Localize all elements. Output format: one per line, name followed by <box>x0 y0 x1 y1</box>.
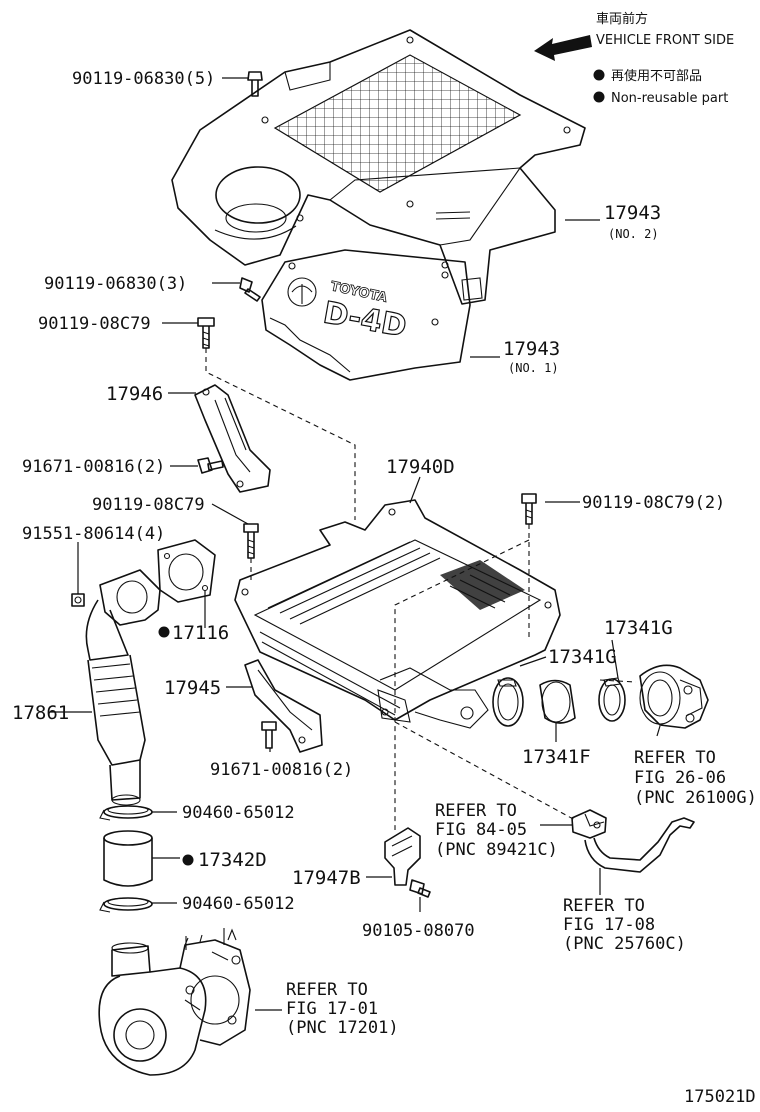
clamp-b <box>99 897 153 913</box>
label-bolt-08c79-a: 90119-08C79 <box>38 314 151 334</box>
bracket-17945 <box>244 659 323 753</box>
non-reusable-dot-icon <box>593 91 605 103</box>
label-bolt-mid: 90119-06830(3) <box>44 274 187 294</box>
label-pipe-17861: 17861 <box>12 702 69 724</box>
bolt-08070 <box>409 879 431 898</box>
vehicle-front-en: VEHICLE FRONT SIDE <box>596 33 734 48</box>
label-cover-no2-sub: (NO. 2) <box>608 227 659 241</box>
gasket-17116 <box>157 539 216 603</box>
bracket-17946 <box>194 384 271 493</box>
front-arrow-icon <box>534 35 592 61</box>
label-hose-17342d: 17342D <box>198 849 267 871</box>
engine-cover-no2 <box>171 29 586 305</box>
engine-cover-no1: TOYOTA D-4D <box>261 249 471 381</box>
bolt-08c79-b <box>243 523 259 559</box>
label-refer-84-1: REFER TO <box>435 801 517 821</box>
label-refer-26-1: REFER TO <box>634 748 716 768</box>
cover-model-logo: D-4D <box>321 295 409 344</box>
throttle-body <box>639 664 709 729</box>
bolt-mid <box>239 277 261 302</box>
label-refer-84-2: FIG 84-05 <box>435 820 527 840</box>
clamp-a <box>99 805 153 821</box>
bolt-00816-a <box>197 457 224 474</box>
intercooler-17940d <box>234 499 561 729</box>
label-refer-1701-2: FIG 17-01 <box>286 999 378 1019</box>
vehicle-front-jp: 車両前方 <box>596 11 648 27</box>
label-hose-17341f: 17341F <box>522 746 591 768</box>
label-refer-1708-2: FIG 17-08 <box>563 915 655 935</box>
nut-80614 <box>71 593 85 607</box>
label-refer-26-3: (PNC 26100G) <box>634 788 757 808</box>
label-bracket-17946: 17946 <box>106 383 163 405</box>
hose-17341f <box>539 679 576 724</box>
bracket-17947b <box>384 827 421 886</box>
label-refer-1708-3: (PNC 25760C) <box>563 934 686 954</box>
label-bolt-top: 90119-06830(5) <box>72 69 215 89</box>
harness-25760c <box>584 817 695 873</box>
bolt-08c79-c <box>521 493 537 525</box>
legend-en: Non-reusable part <box>611 91 728 106</box>
turbocharger <box>98 928 251 1076</box>
hose-17341g-a <box>492 677 524 727</box>
label-bolt-08c79-b: 90119-08C79 <box>92 495 205 515</box>
hose-17342d <box>103 830 153 887</box>
label-bolt-08c79-c: 90119-08C79(2) <box>582 493 725 513</box>
label-refer-1701-1: REFER TO <box>286 980 368 1000</box>
bolt-top <box>247 71 263 97</box>
label-cover-no1: 17943 <box>503 338 560 360</box>
label-bolt-00816-a: 91671-00816(2) <box>22 457 165 477</box>
label-refer-1701-3: (PNC 17201) <box>286 1018 399 1038</box>
label-hose-17341g-a: 17341G <box>604 617 673 639</box>
label-nut-80614: 91551-80614(4) <box>22 524 165 544</box>
label-refer-1708-1: REFER TO <box>563 896 645 916</box>
leader-lines <box>50 77 661 1011</box>
label-gasket-17116: 17116 <box>172 622 229 644</box>
non-reusable-dot-icon <box>182 854 194 866</box>
bolt-08c79-a <box>197 317 215 349</box>
label-cover-no2: 17943 <box>604 202 661 224</box>
label-clamp-b: 90460-65012 <box>182 894 295 914</box>
legend-jp: 再使用不可部品 <box>611 68 702 84</box>
label-bolt-08070: 90105-08070 <box>362 921 475 941</box>
bolt-00816-b <box>261 721 277 749</box>
assembly-lines <box>205 348 637 830</box>
label-bracket-17947b: 17947B <box>292 867 361 889</box>
label-clamp-a: 90460-65012 <box>182 803 295 823</box>
pipe-17861 <box>85 569 161 806</box>
label-hose-17341g-b: 17341G <box>548 646 617 668</box>
label-refer-26-2: FIG 26-06 <box>634 768 726 788</box>
label-bolt-00816-b: 91671-00816(2) <box>210 760 353 780</box>
vehicle-front-indicator: 車両前方 VEHICLE FRONT SIDE <box>534 11 734 61</box>
legend: 再使用不可部品 Non-reusable part <box>593 68 728 106</box>
sensor-89421c <box>571 809 607 839</box>
non-reusable-dot-icon <box>158 626 170 638</box>
label-refer-84-3: (PNC 89421C) <box>435 840 558 860</box>
label-bracket-17945: 17945 <box>164 677 221 699</box>
hose-17341g-b <box>598 677 626 722</box>
label-cover-no1-sub: (NO. 1) <box>508 361 559 375</box>
label-intercooler: 17940D <box>386 456 455 478</box>
non-reusable-dot-icon <box>593 69 605 81</box>
figure-id: 175021D <box>684 1087 756 1107</box>
